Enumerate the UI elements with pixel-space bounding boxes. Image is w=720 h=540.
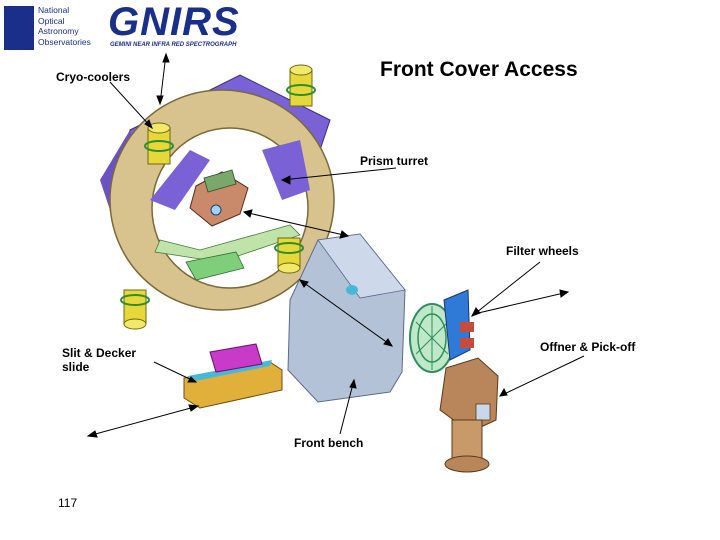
label-offner-pickoff: Offner & Pick-off	[540, 340, 636, 354]
page-number: 117	[58, 496, 78, 510]
front-bench-part	[287, 233, 406, 403]
gnirs-logo-subtitle: GEMINI NEAR INFRA RED SPECTROGRAPH	[110, 42, 237, 48]
cryo-cooler-top-right	[286, 64, 316, 107]
gnirs-logo-text: GNIRS	[108, 0, 240, 44]
noao-logo: National Optical Astronomy Observatories	[2, 2, 102, 52]
cryo-cooler-top-left	[144, 122, 174, 165]
cryo-cooler-bottom-right	[274, 237, 304, 274]
label-filter-wheels: Filter wheels	[506, 244, 579, 258]
cryo-cooler-bottom-left	[120, 289, 150, 330]
noao-logo-mark	[4, 6, 34, 50]
noao-logo-text: National Optical Astronomy Observatories	[38, 5, 91, 47]
filter-wheels-part	[409, 289, 474, 373]
label-slit-decker: Slit & Decker slide	[62, 346, 137, 374]
callout-arrows	[86, 52, 585, 438]
slide-title: Front Cover Access	[380, 58, 578, 81]
label-prism-turret: Prism turret	[360, 154, 429, 168]
offner-pickoff-part	[439, 357, 499, 473]
prism-turret-part	[189, 169, 249, 227]
label-cryo-coolers: Cryo-coolers	[56, 70, 131, 84]
label-front-bench: Front bench	[294, 436, 364, 450]
slit-decker-part	[183, 343, 283, 409]
